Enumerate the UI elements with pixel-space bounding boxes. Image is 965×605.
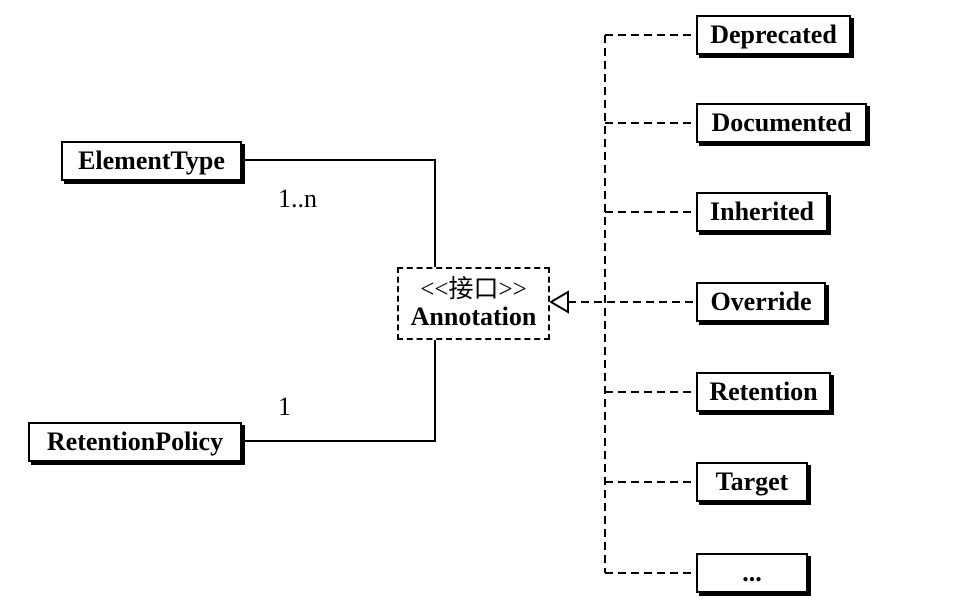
- class-inherited: Inherited: [696, 192, 828, 232]
- class-name: Target: [715, 467, 789, 496]
- association-line-retentionpolicy: [242, 339, 436, 442]
- class-name: Override: [710, 287, 812, 316]
- class-deprecated: Deprecated: [696, 15, 851, 55]
- realization-arrowhead: [549, 290, 569, 314]
- multiplicity-retentionpolicy: 1: [278, 392, 291, 421]
- class-name: Documented: [711, 108, 852, 137]
- class-ellipsis: ...: [696, 553, 808, 593]
- class-name: ...: [742, 558, 762, 587]
- class-name: RetentionPolicy: [46, 427, 224, 456]
- class-retention: Retention: [696, 372, 831, 412]
- class-name: Deprecated: [710, 20, 837, 49]
- class-documented: Documented: [696, 103, 867, 143]
- annotation-interface: <<接口>> Annotation: [397, 267, 550, 340]
- association-line-elementtype: [242, 159, 436, 268]
- class-name: Inherited: [710, 197, 814, 226]
- class-name: Retention: [709, 377, 818, 406]
- interface-stereotype: <<接口>>: [420, 275, 527, 303]
- class-elementtype: ElementType: [61, 141, 242, 181]
- class-target: Target: [696, 462, 808, 502]
- class-override: Override: [696, 282, 826, 322]
- class-name: ElementType: [78, 146, 225, 175]
- multiplicity-elementtype: 1..n: [278, 184, 317, 213]
- interface-name: Annotation: [410, 301, 537, 331]
- class-retentionpolicy: RetentionPolicy: [28, 422, 242, 462]
